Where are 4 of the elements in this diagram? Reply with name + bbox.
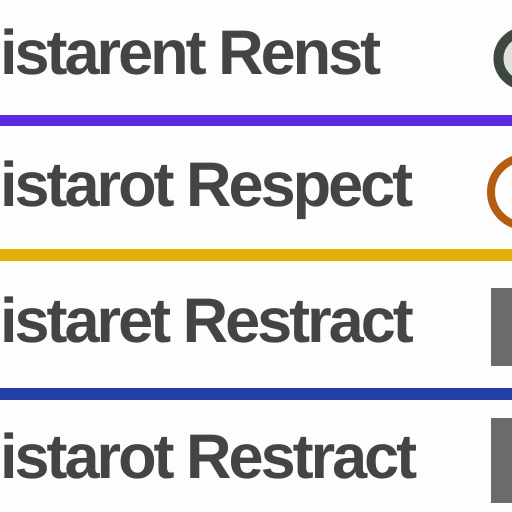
row-text: istarot Restract [0, 426, 414, 489]
row-text: istarot Respect [0, 154, 410, 217]
row-text: istaret Restract [0, 290, 411, 353]
row-text: istarent Renst [0, 22, 378, 85]
